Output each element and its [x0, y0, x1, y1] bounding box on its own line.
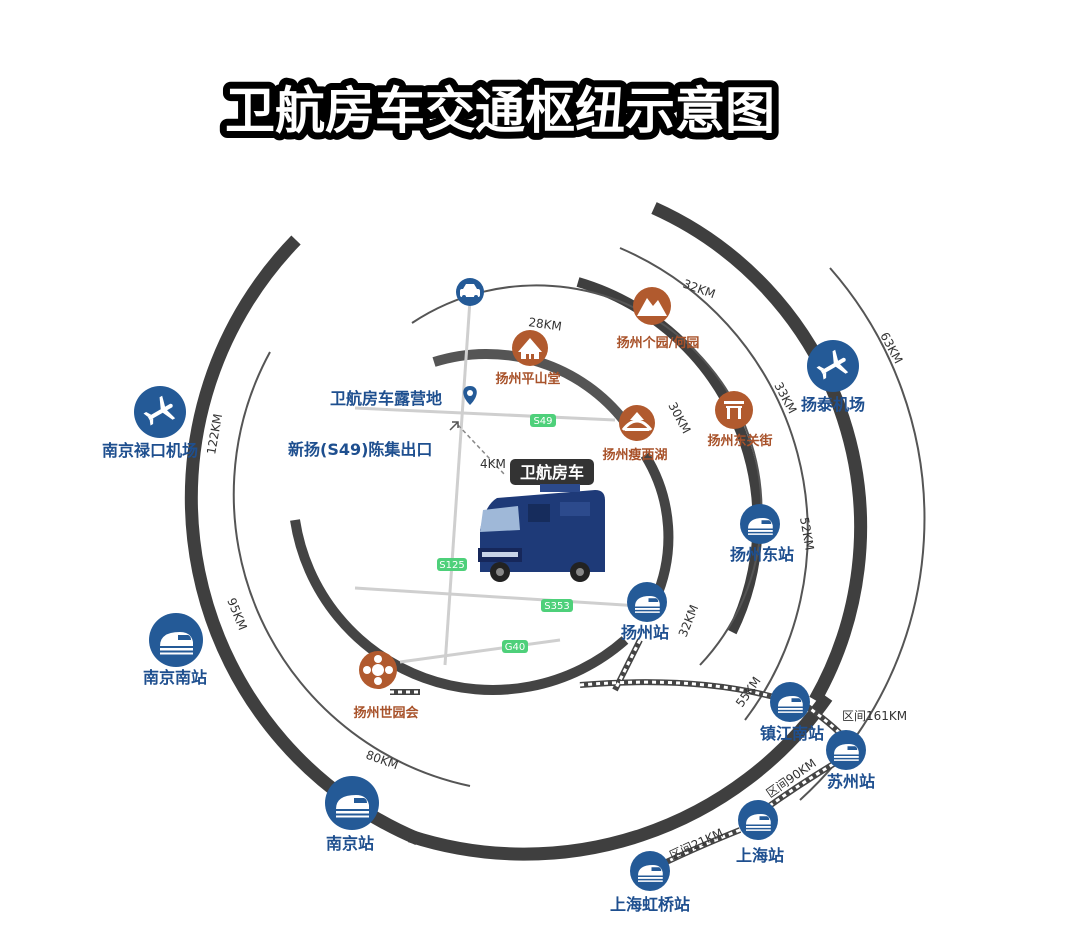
svg-text:上海站: 上海站	[736, 846, 784, 865]
shanghai-station: 上海站	[736, 800, 784, 865]
svg-text:南京站: 南京站	[326, 834, 374, 853]
ring-outer-right	[651, 202, 868, 704]
nanjing-lukou-airport: 南京禄口机场	[102, 386, 198, 460]
ring-thin-inner-top	[411, 284, 763, 666]
train-icon	[740, 504, 780, 544]
nanjing-south-station: 南京南站	[143, 613, 207, 687]
svg-text:扬州东关街: 扬州东关街	[707, 433, 772, 449]
flower-icon	[359, 651, 397, 689]
road-s353	[354, 586, 641, 608]
svg-text:卫航房车交通枢纽示意图: 卫航房车交通枢纽示意图	[225, 82, 775, 140]
svg-text:S353: S353	[544, 601, 569, 612]
car-icon	[460, 284, 480, 299]
gate-icon	[715, 391, 753, 429]
rv-van-icon	[478, 484, 605, 582]
zhenjiang-south-station: 镇江南站	[760, 682, 824, 743]
road-g40	[399, 638, 561, 664]
train-icon	[325, 776, 379, 830]
exit-arrow-icon	[449, 421, 459, 431]
road-badge-s49: S49	[530, 414, 556, 427]
svg-text:卫航房车: 卫航房车	[520, 463, 584, 482]
nanjing-station: 南京站	[325, 776, 379, 853]
train-icon	[149, 613, 203, 667]
airplane-icon	[807, 340, 859, 392]
svg-text:扬泰机场: 扬泰机场	[801, 395, 865, 414]
road-s49	[354, 406, 616, 422]
svg-text:南京南站: 南京南站	[143, 668, 207, 687]
slender-west-lake-attraction: 扬州瘦西湖	[602, 405, 668, 463]
camp-link	[457, 424, 506, 476]
svg-text:扬州站: 扬州站	[621, 623, 669, 642]
svg-text:扬州东站: 扬州东站	[730, 545, 794, 564]
yangzhou-east-station: 扬州东站	[730, 504, 794, 564]
yangzhou-station: 扬州站	[621, 582, 669, 642]
ring-thin-outer-left	[232, 351, 471, 787]
location-pin-icon	[463, 386, 477, 405]
dist-63: 63KM	[877, 330, 905, 366]
svg-text:S49: S49	[533, 416, 552, 427]
car-marker	[456, 278, 484, 306]
road-badge-s125: S125	[437, 558, 467, 571]
dist-32b: 32KM	[676, 603, 702, 639]
svg-text:卫航房车交通枢纽示意图: 卫航房车交通枢纽示意图	[225, 82, 775, 140]
svg-text:G40: G40	[505, 642, 525, 653]
svg-text:镇江南站: 镇江南站	[760, 724, 824, 743]
train-icon	[826, 730, 866, 770]
svg-text:苏州站: 苏州站	[827, 772, 875, 791]
ring-inner	[290, 519, 629, 695]
train-icon	[627, 582, 667, 622]
svg-text:扬州平山堂: 扬州平山堂	[495, 371, 560, 387]
road-s125	[443, 299, 472, 666]
dist-122: 122KM	[204, 413, 225, 456]
railway-layer	[390, 638, 853, 873]
ring-thin-right-mid	[619, 247, 809, 721]
svg-text:S125: S125	[439, 560, 464, 571]
train-icon	[770, 682, 810, 722]
dist-52: 52KM	[797, 516, 817, 551]
svg-text:扬州个园/何园: 扬州个园/何园	[617, 335, 700, 351]
road-layer	[354, 299, 641, 666]
bridge-icon	[619, 405, 655, 441]
dongguan-attraction: 扬州东关街	[707, 391, 773, 449]
pingshantang-attraction: 扬州平山堂	[495, 330, 561, 387]
dist-33: 33KM	[771, 380, 799, 416]
ring-inner-right	[640, 452, 674, 603]
train-icon	[738, 800, 778, 840]
train-icon	[630, 851, 670, 891]
shanghai-hongqiao-station: 上海虹桥站	[610, 851, 690, 914]
dist-28: 28KM	[528, 315, 563, 334]
road-badge-s353: S353	[541, 599, 573, 612]
ring-outer-bottom	[407, 693, 833, 861]
ring-outer-left	[184, 235, 421, 845]
geyuan-attraction: 扬州个园/何园	[617, 287, 700, 351]
exit-distance: 4KM	[480, 457, 506, 471]
mountain-icon	[633, 287, 671, 325]
svg-text:扬州世园会: 扬州世园会	[353, 705, 419, 721]
segment-21: 区间21KM	[667, 826, 725, 863]
svg-text:南京禄口机场: 南京禄口机场	[102, 441, 198, 460]
camp-label: 卫航房车露营地	[330, 389, 442, 408]
center-badge: 卫航房车	[510, 459, 594, 485]
airplane-icon	[134, 386, 186, 438]
dist-95: 95KM	[224, 596, 250, 632]
exit-label: 新扬(S49)陈集出口	[288, 440, 432, 459]
svg-text:扬州瘦西湖: 扬州瘦西湖	[602, 447, 667, 463]
expo-attraction: 扬州世园会	[353, 651, 419, 721]
map-title: 卫航房车交通枢纽示意图 卫航房车交通枢纽示意图	[218, 75, 782, 147]
temple-icon	[512, 330, 548, 366]
suzhou-station: 苏州站	[826, 730, 875, 791]
segment-161: 区间161KM	[842, 709, 907, 723]
road-badge-g40: G40	[502, 640, 528, 653]
dist-30: 30KM	[665, 400, 693, 436]
yangtai-airport: 扬泰机场	[801, 340, 865, 414]
svg-text:上海虹桥站: 上海虹桥站	[610, 895, 690, 914]
